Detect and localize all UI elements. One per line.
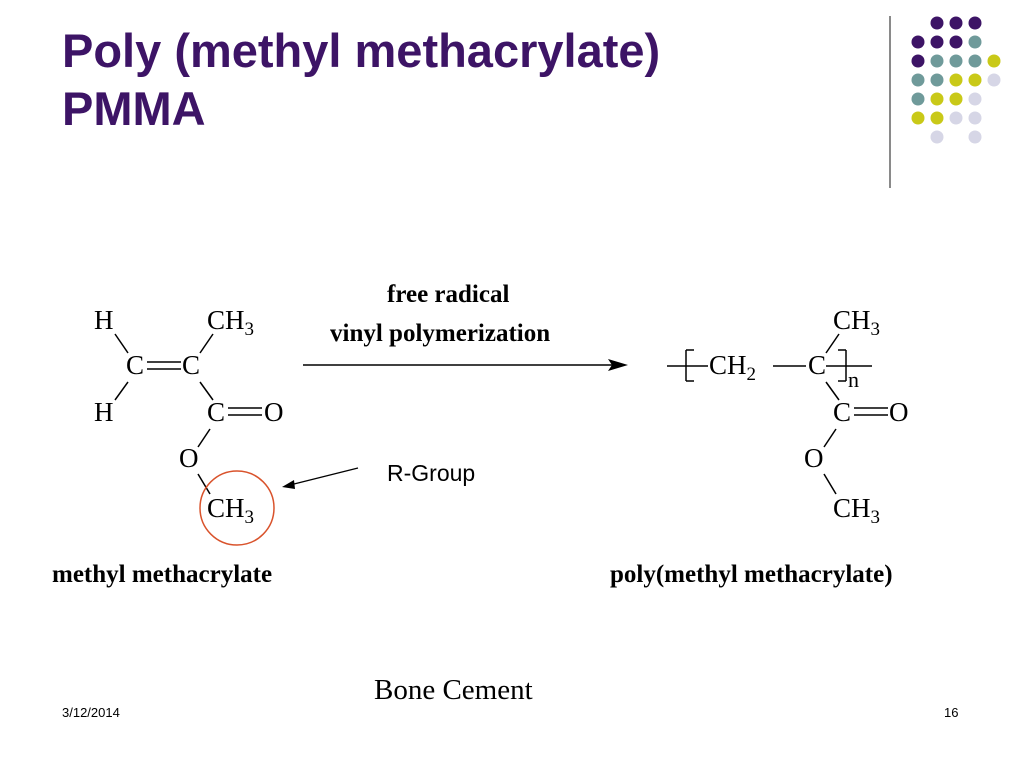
monomer-h-top: H <box>94 305 114 335</box>
decorative-dot <box>930 111 944 125</box>
bond-c3-o-ester <box>197 428 211 448</box>
polymer-c-backbone: C <box>808 350 827 380</box>
decorative-dot <box>987 54 1001 68</box>
monomer-c3: C <box>207 397 226 427</box>
bond-o-ch3-polymer <box>823 473 837 495</box>
decorative-dot <box>949 111 963 125</box>
monomer-c2: C <box>182 350 201 380</box>
title-divider <box>889 16 891 188</box>
monomer-o-carbonyl: O <box>264 397 284 427</box>
decorative-dot <box>968 35 982 49</box>
decorative-dot <box>968 92 982 106</box>
decorative-dot <box>968 130 982 144</box>
slide-title: Poly (methyl methacrylate) PMMA <box>62 22 862 138</box>
r-group-highlight-circle <box>199 470 275 546</box>
decorative-dot <box>968 111 982 125</box>
decorative-dot <box>949 16 963 30</box>
bond-c2-ch3 <box>199 333 214 354</box>
bond-h-c1 <box>114 333 129 354</box>
decorative-dot <box>930 130 944 144</box>
monomer-name: methyl methacrylate <box>52 561 273 588</box>
bond-c-ch3 <box>825 333 840 354</box>
title-line-1: Poly (methyl methacrylate) <box>62 24 661 77</box>
polymer-ch2: CH2 <box>709 350 757 385</box>
bond-c2-c3 <box>199 381 214 401</box>
r-group-arrow-head <box>282 480 295 489</box>
arrow-label-line-2: vinyl polymerization <box>330 320 551 347</box>
footer-page-number: 16 <box>944 705 959 720</box>
decorative-dot <box>911 111 925 125</box>
polymer-repeat-n: n <box>848 367 859 392</box>
polymer-o-carbonyl: O <box>889 397 909 427</box>
title-line-2: PMMA <box>62 82 206 135</box>
footer-date: 3/12/2014 <box>62 705 120 720</box>
decorative-dot <box>968 54 982 68</box>
bond-h2-c1 <box>114 381 129 401</box>
monomer-ch3-rgroup: CH3 <box>207 493 255 528</box>
decorative-dot <box>930 35 944 49</box>
decorative-dot <box>930 16 944 30</box>
decorative-dot <box>949 54 963 68</box>
decorative-dot <box>930 92 944 106</box>
decorative-dot <box>911 92 925 106</box>
monomer-c1: C <box>126 350 145 380</box>
polymer-o-ester: O <box>804 443 824 473</box>
decorative-dot <box>930 54 944 68</box>
decorative-dot <box>911 35 925 49</box>
monomer-ch3-top: CH3 <box>207 305 255 340</box>
r-group-arrow-line <box>289 467 359 486</box>
bone-cement-caption: Bone Cement <box>374 674 533 706</box>
decorative-dot <box>968 73 982 87</box>
decorative-dot <box>949 73 963 87</box>
bond-o-ch3 <box>197 473 211 495</box>
bond-carbonyl-o-ester <box>823 428 837 448</box>
decorative-dot <box>930 73 944 87</box>
polymer-ch3-top: CH3 <box>833 305 881 340</box>
reaction-arrow-head <box>608 359 628 371</box>
arrow-label-line-1: free radical <box>387 281 510 308</box>
decorative-dot <box>987 73 1001 87</box>
decorative-dot-grid <box>911 16 1001 144</box>
monomer-h-bottom: H <box>94 397 114 427</box>
r-group-label: R-Group <box>387 460 476 486</box>
decorative-dot <box>911 54 925 68</box>
decorative-dot <box>949 92 963 106</box>
decorative-dot <box>911 73 925 87</box>
bond-c-carbonyl <box>825 381 840 401</box>
decorative-dot <box>968 16 982 30</box>
monomer-o-ester: O <box>179 443 199 473</box>
polymer-ch3-bottom: CH3 <box>833 493 881 528</box>
decorative-dot <box>949 35 963 49</box>
polymer-name: poly(methyl methacrylate) <box>610 561 893 588</box>
polymer-c-carbonyl: C <box>833 397 852 427</box>
